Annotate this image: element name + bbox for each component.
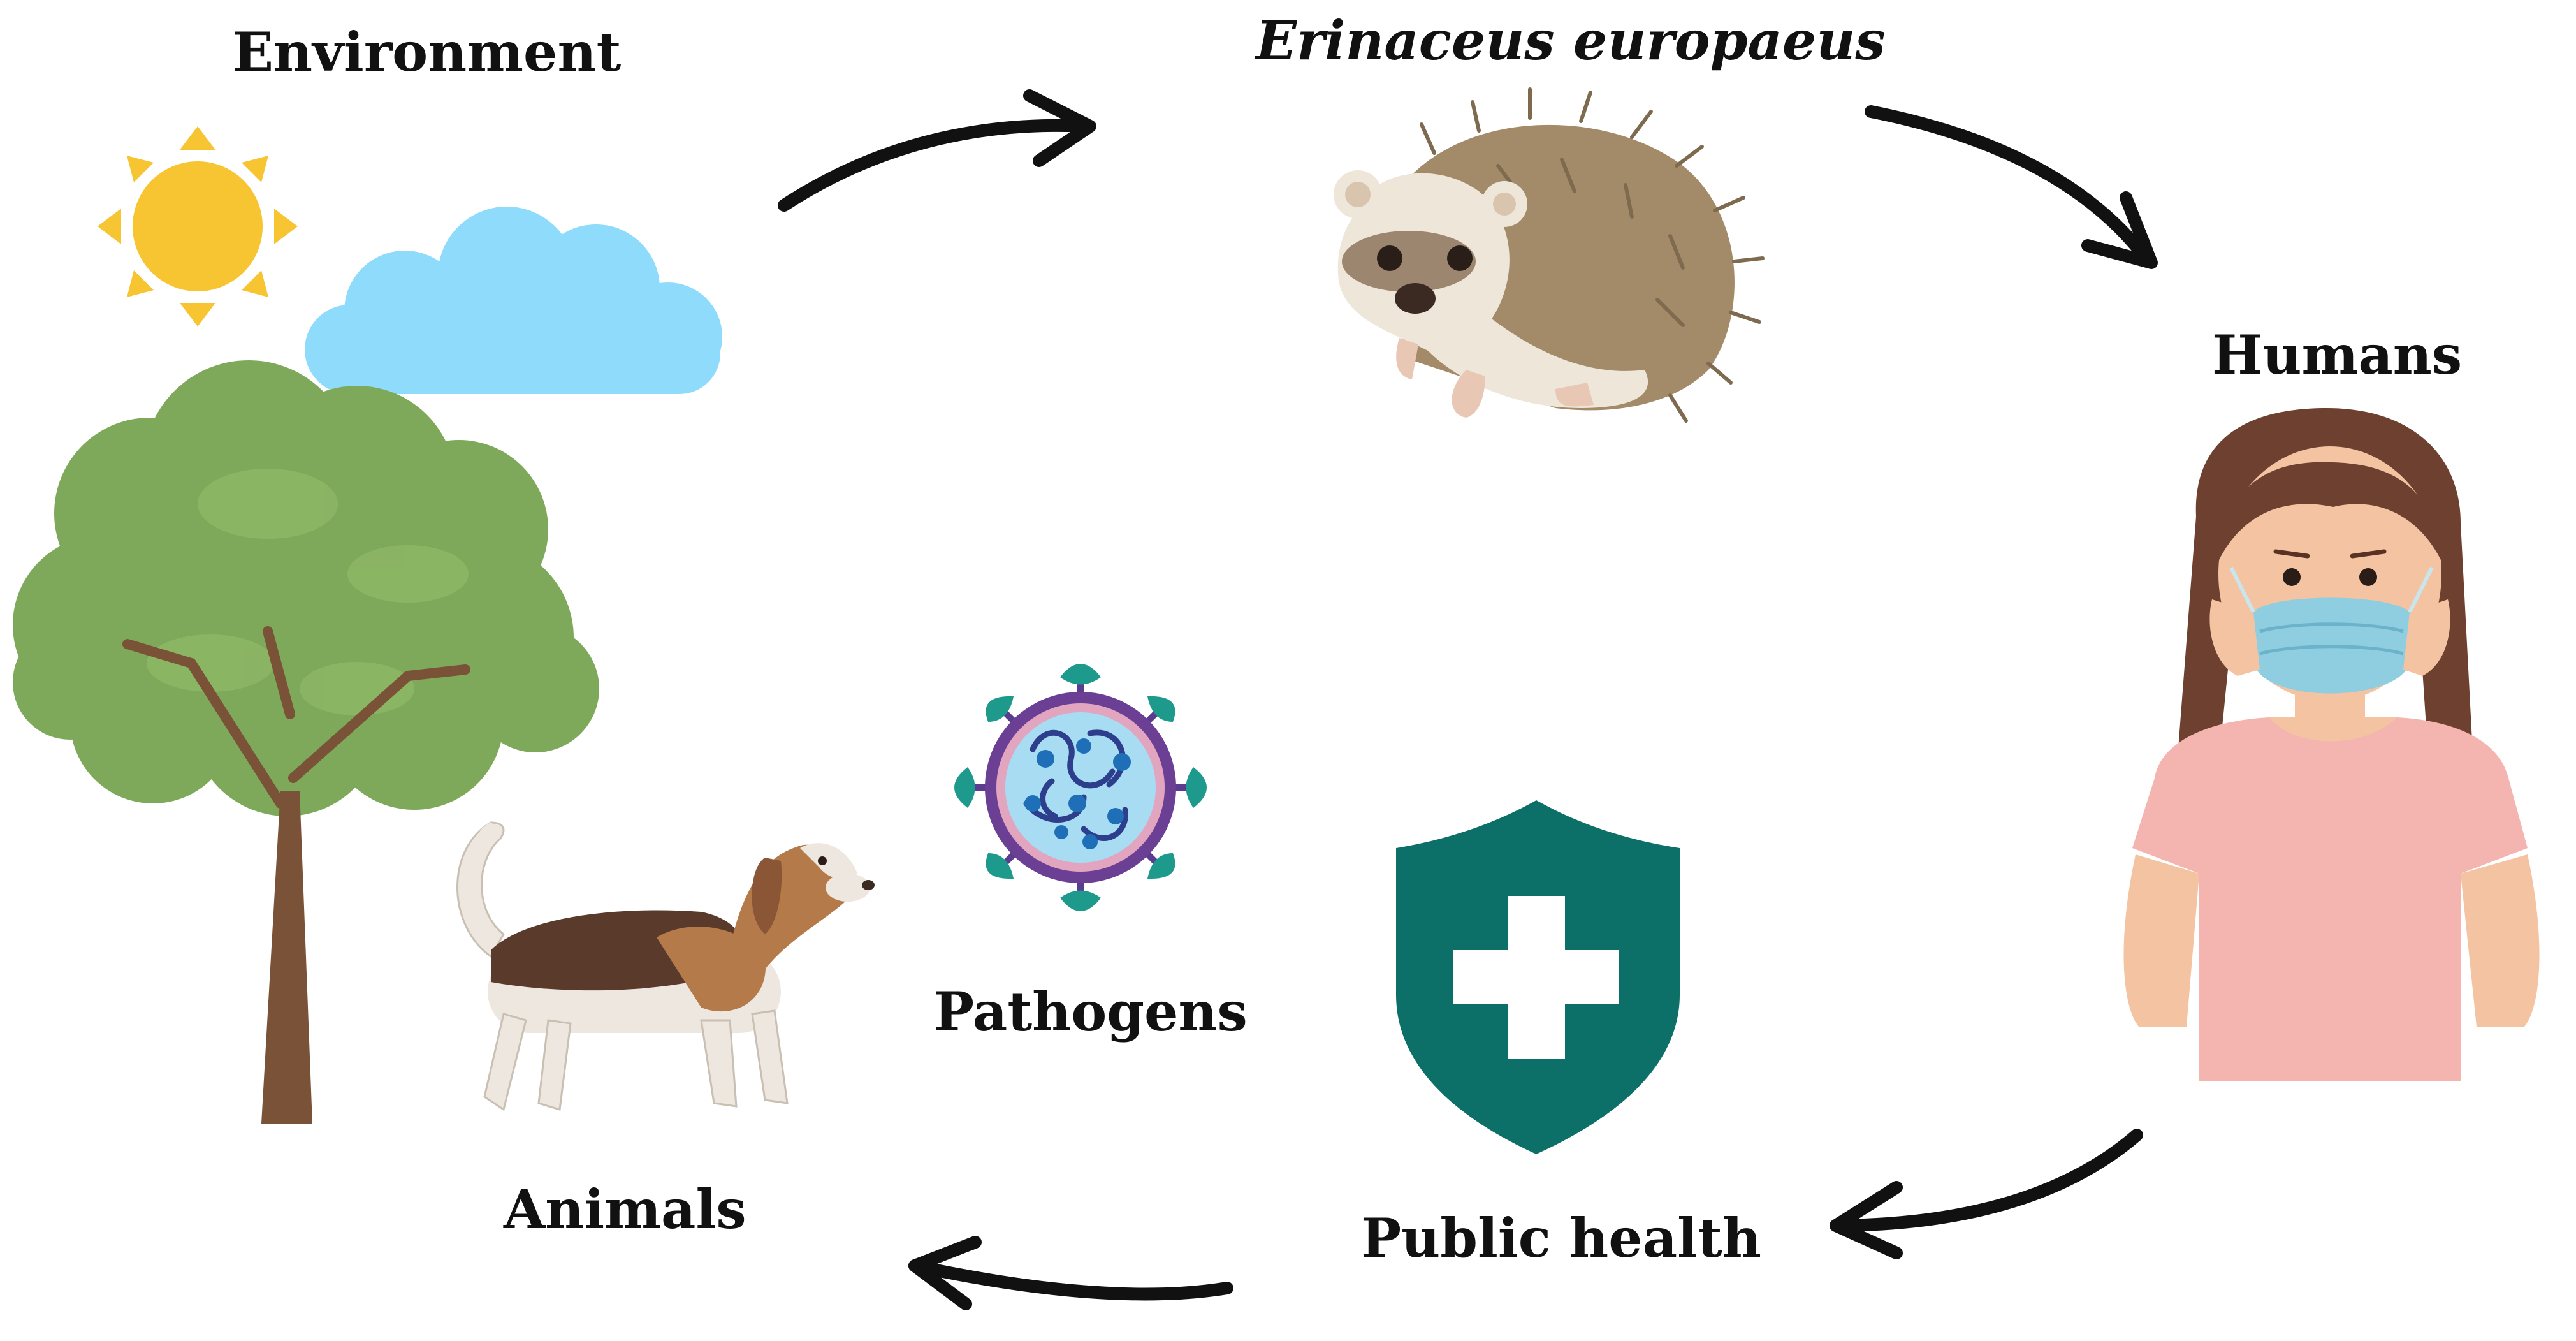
arrow-public-health-to-animals [908, 1236, 1233, 1310]
label-pathogens: Pathogens [934, 980, 1248, 1043]
cross-icon [1453, 896, 1619, 1059]
cloud-icon [305, 207, 722, 394]
tree-icon [13, 360, 599, 1124]
label-humans: Humans [2212, 323, 2463, 386]
sun-icon [98, 126, 298, 326]
arrow-environment-to-hedgehog [778, 89, 1096, 212]
arrow-hedgehog-to-humans [1865, 105, 2158, 269]
label-animals: Animals [504, 1178, 746, 1241]
label-environment: Environment [233, 20, 622, 84]
shield-cross-icon [1396, 800, 1680, 1154]
dog-icon [456, 821, 875, 1111]
arrow-humans-to-public-health [1830, 1129, 2143, 1259]
label-public-health: Public health [1361, 1206, 1761, 1270]
label-species: Erinaceus europaeus [1256, 9, 1886, 72]
woman-with-mask-icon [2123, 408, 2540, 1081]
hedgehog-icon [1334, 87, 1765, 423]
tree-trunk [261, 791, 312, 1124]
virus-icon [954, 664, 1207, 911]
